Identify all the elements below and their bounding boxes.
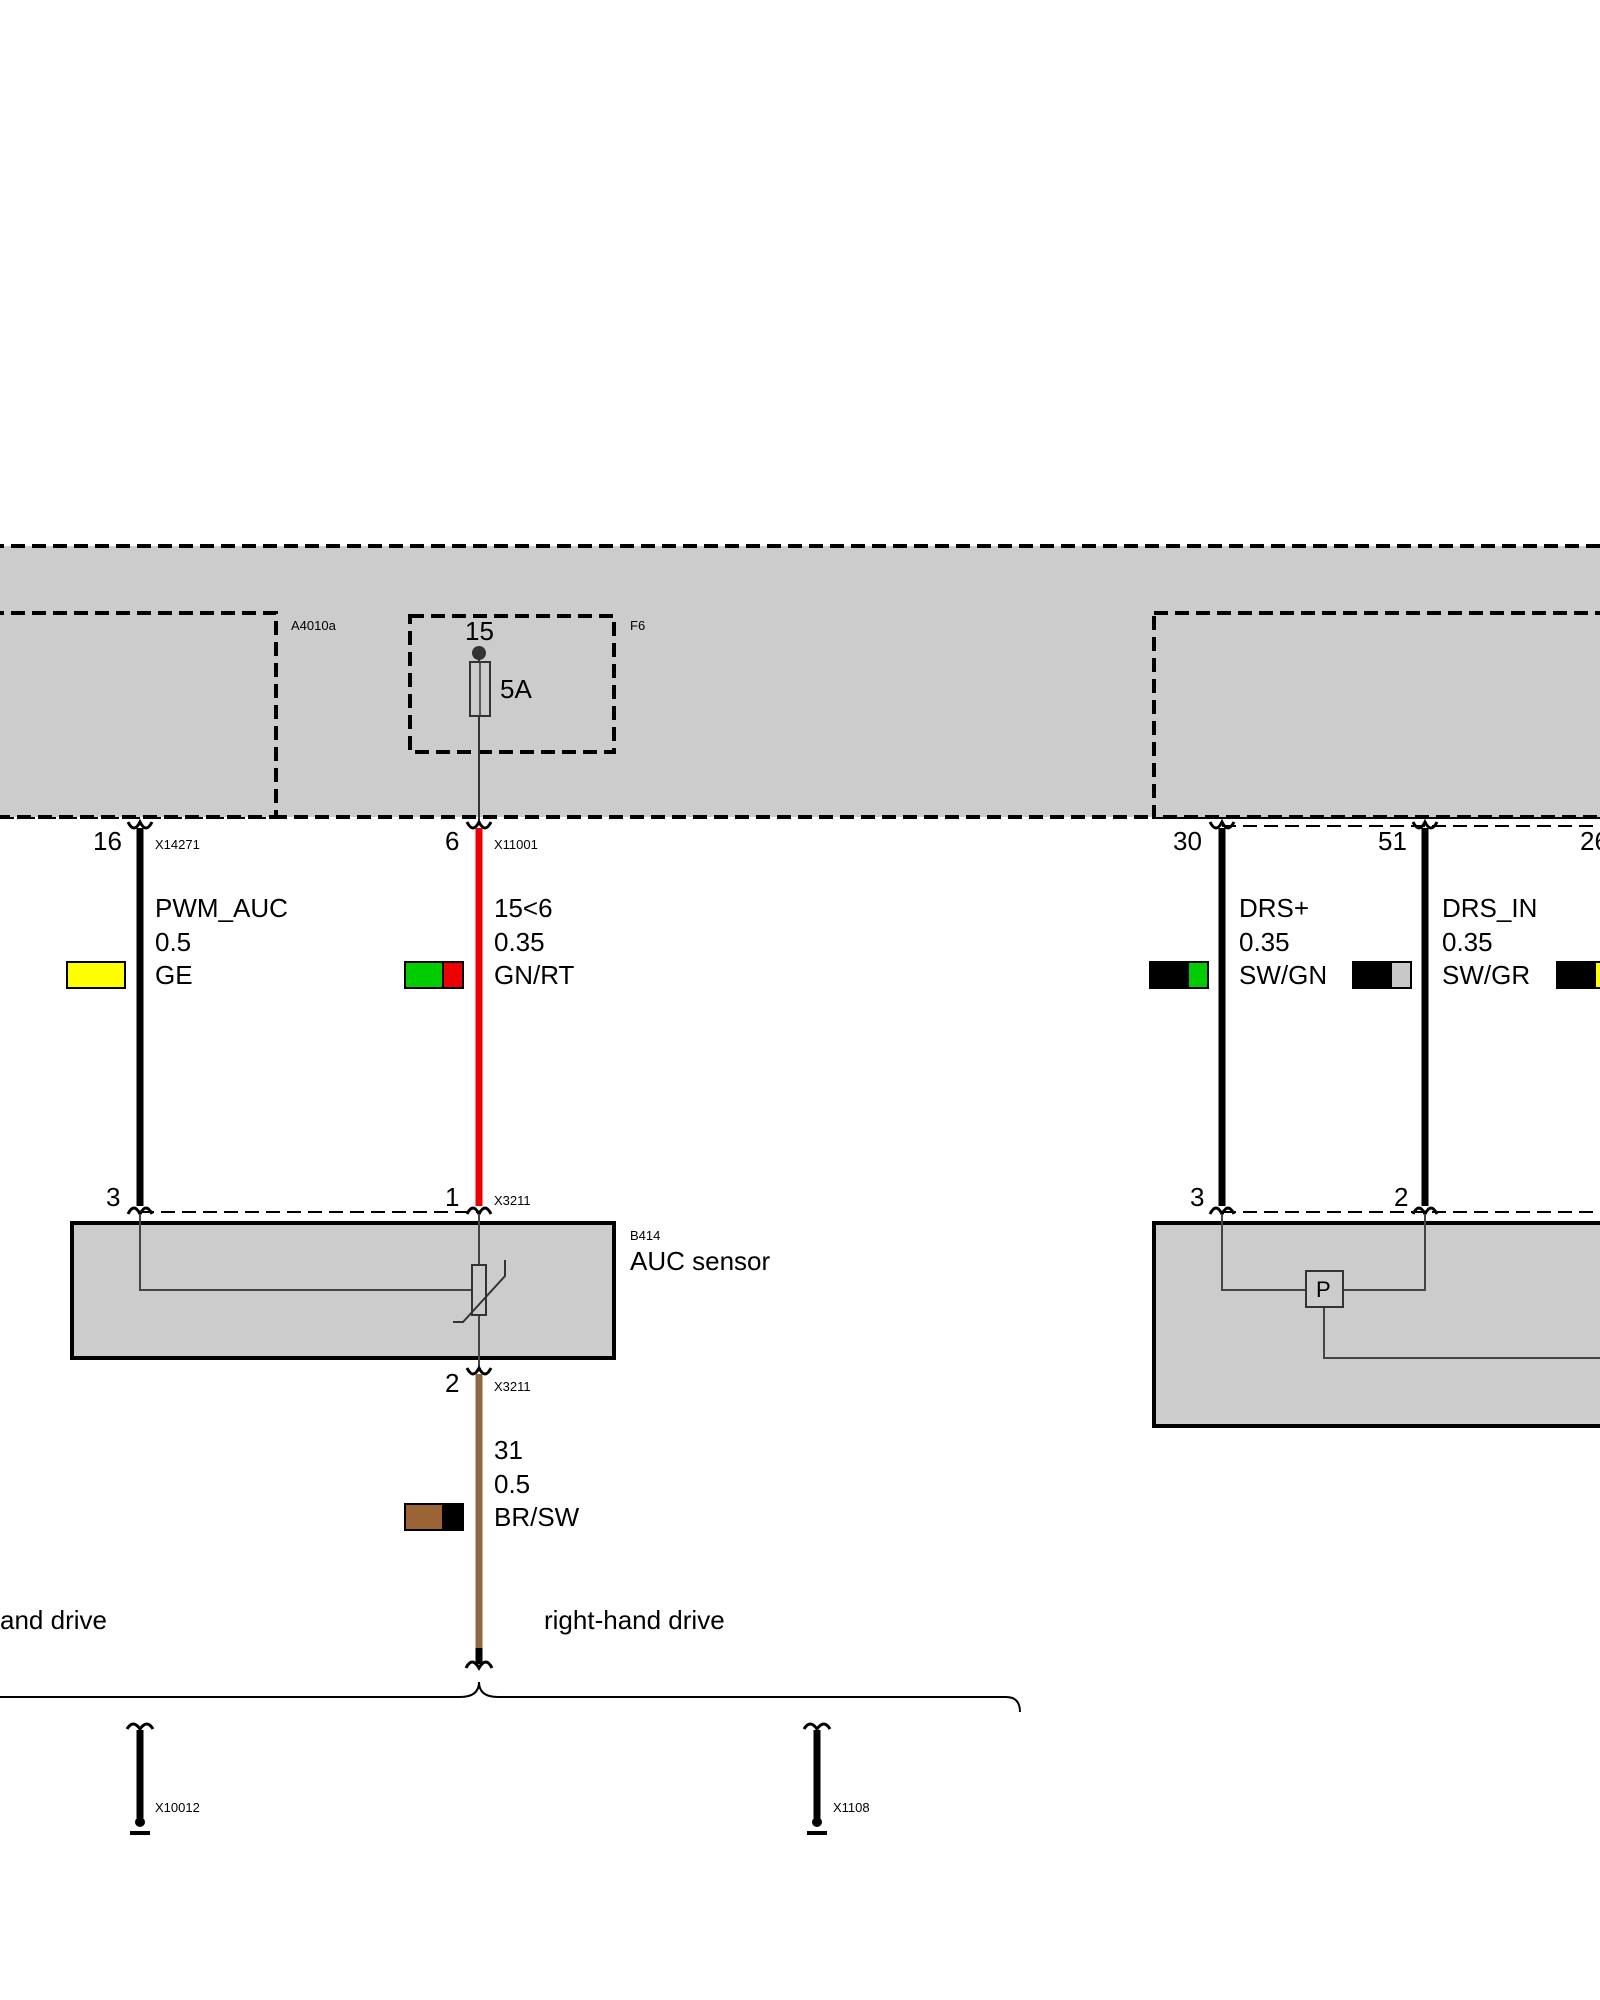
wire-1-pin-bottom: 3 (106, 1182, 120, 1212)
branch-right-hook (802, 1722, 832, 1732)
wire-4-bottom-hook (1411, 1206, 1439, 1218)
wire-4-pin-bottom: 2 (1394, 1182, 1408, 1212)
pressure-sensor-housing (1152, 1221, 1600, 1428)
wire-1-top-hook (126, 818, 154, 830)
thermistor-slash (453, 1260, 506, 1323)
fuse-ref: F6 (630, 618, 645, 633)
wire-2-connector: X11001 (494, 837, 538, 852)
wire-4-color-swatch-a (1352, 961, 1392, 989)
pressure-internal-wire-right (1343, 1214, 1426, 1291)
fuse-rating: 5A (500, 674, 532, 704)
wire-1-color-code: GE (155, 960, 193, 990)
fuse-pin: 15 (465, 616, 494, 646)
ground-wire-top-hook (465, 1364, 493, 1376)
branch-left-connector: X10012 (155, 1800, 200, 1815)
wire-4-pin-top: 51 (1378, 826, 1407, 856)
branch-right-label: right-hand drive (544, 1605, 725, 1635)
ground-pin: 2 (445, 1368, 459, 1398)
wire-2-connector-bottom: X3211 (494, 1193, 531, 1208)
branch-right-connector: X1108 (833, 1800, 870, 1815)
pressure-internal-wire-down (1323, 1307, 1600, 1359)
wire-2-signal: 15<6 (494, 893, 553, 923)
wire-1-pin-top: 16 (93, 826, 122, 856)
wire-1-connector: X14271 (155, 837, 200, 852)
wire-3-gauge: 0.35 (1239, 927, 1290, 957)
wire-4-color-code: SW/GR (1442, 960, 1530, 990)
wire-4-color-swatch-b (1390, 961, 1412, 989)
branch-left-label: and drive (0, 1605, 107, 1635)
wire-1-color-swatch (66, 961, 126, 989)
wire-1-bottom-hook (126, 1206, 154, 1218)
wire-1-signal: PWM_AUC (155, 893, 288, 923)
wire-5-color-swatch-a (1556, 961, 1596, 989)
pressure-internal-wire-left (1221, 1214, 1306, 1291)
wire-2-pin-top: 6 (445, 826, 459, 856)
wire-1-gauge: 0.5 (155, 927, 191, 957)
ground-wire-bottom-hook (464, 1660, 494, 1671)
fuse-box (408, 614, 616, 754)
wire-3-signal: DRS+ (1239, 893, 1309, 923)
wire-3-color-code: SW/GN (1239, 960, 1327, 990)
wire-3-pin-top: 30 (1173, 826, 1202, 856)
wire-2-bottom-hook (465, 1206, 493, 1218)
ground-signal: 31 (494, 1435, 523, 1465)
wire-3-bottom-hook (1208, 1206, 1236, 1218)
wire-3-color-swatch-b (1187, 961, 1209, 989)
wire-4-signal: DRS_IN (1442, 893, 1537, 923)
module-sub-block-left (0, 611, 278, 819)
wire-2-pin-bottom: 1 (445, 1182, 459, 1212)
wire-5-pin-top: 26 (1580, 826, 1600, 856)
pressure-symbol-box (1305, 1270, 1344, 1308)
wire-2-color-code: GN/RT (494, 960, 575, 990)
wire-2-color-swatch-a (404, 961, 444, 989)
sensor-internal-wire (139, 1214, 479, 1291)
ground-gauge: 0.5 (494, 1469, 530, 1499)
ground-color-swatch-a (404, 1503, 444, 1531)
wire-2-color-swatch-b (442, 961, 464, 989)
branch-left-hook (125, 1722, 155, 1732)
branch-right-terminal (812, 1817, 822, 1827)
wire-3-pin-bottom: 3 (1190, 1182, 1204, 1212)
branch-brace (0, 1681, 1021, 1713)
ground-color-swatch-b (442, 1503, 464, 1531)
sensor-ref: B414 (630, 1228, 660, 1243)
wire-4-gauge: 0.35 (1442, 927, 1493, 957)
ground-connector: X3211 (494, 1379, 531, 1394)
wire-2-gauge: 0.35 (494, 927, 545, 957)
thermistor-icon (471, 1264, 487, 1316)
sensor-name: AUC sensor (630, 1246, 770, 1276)
pressure-symbol: P (1316, 1277, 1331, 1302)
module-sub-block-right (1152, 611, 1600, 819)
wire-5-color-swatch-b (1594, 961, 1600, 989)
wire-2-top-hook (465, 818, 493, 830)
module-label: A4010a (291, 618, 337, 633)
wire-3-top-hook (1208, 818, 1236, 830)
branch-left-terminal (135, 1817, 145, 1827)
ground-color-code: BR/SW (494, 1502, 580, 1532)
wire-4-top-hook (1411, 818, 1439, 830)
wire-3-color-swatch-a (1149, 961, 1189, 989)
